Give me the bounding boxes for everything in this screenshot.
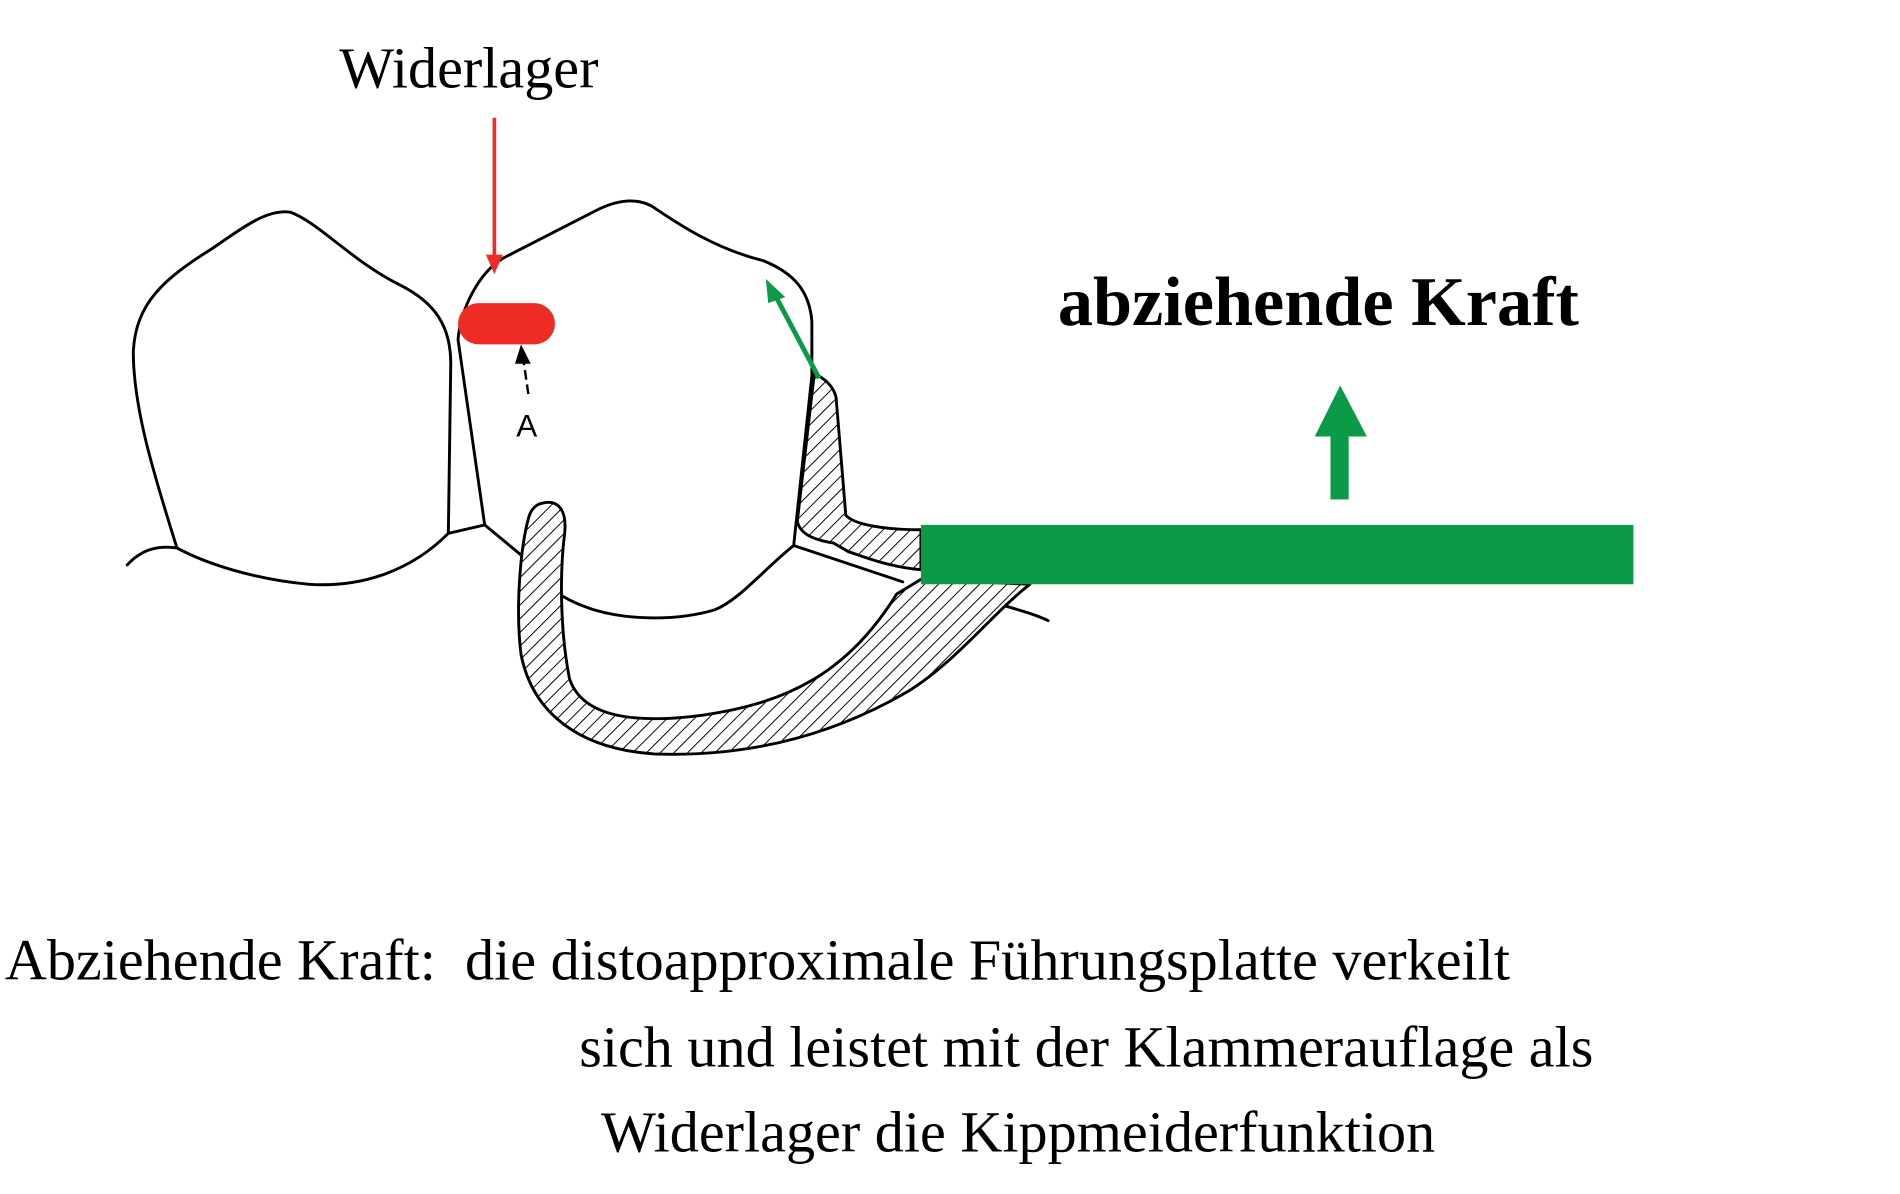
caption-line-3: Widerlager die Kippmeiderfunktion <box>601 1099 1435 1164</box>
point-a-label: A <box>516 407 537 443</box>
caption-line-1: Abziehende Kraft: die distoapproximale F… <box>5 927 1510 992</box>
guide-plate-contact-line <box>792 544 905 584</box>
withdrawal-force-arrow-icon <box>1314 385 1367 500</box>
clasp-connector <box>517 500 1032 756</box>
left-tooth <box>131 210 453 587</box>
right-tooth <box>456 199 814 620</box>
caption-line-2: sich und leistet mit der Klammerauflage … <box>579 1015 1593 1080</box>
left-tooth-root-line <box>446 523 487 535</box>
abutment-arrow-icon <box>485 117 503 275</box>
abutment-label: Widerlager <box>339 35 598 100</box>
guide-plate <box>795 371 923 572</box>
guide-plate-force-arrow-icon <box>765 278 822 380</box>
denture-saddle-bar <box>920 524 1634 585</box>
force-label: abziehende Kraft <box>1058 263 1580 341</box>
clasp-rest <box>458 303 555 345</box>
point-a-arrow-icon <box>514 344 531 395</box>
